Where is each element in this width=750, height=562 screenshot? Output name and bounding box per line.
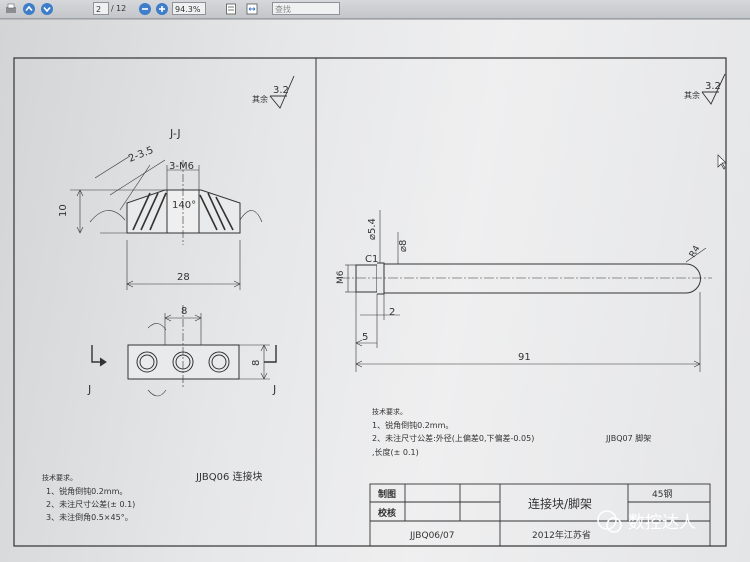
title-block-drawing-no: JJBQ06/07 bbox=[409, 531, 455, 541]
page-down-icon[interactable] bbox=[40, 1, 54, 15]
right-tech-item-2: 2、未注尺寸公差:外径(上偏差0,下偏差-0.05) bbox=[372, 433, 534, 443]
dim-thread-3-m6: 3-M6 bbox=[169, 161, 194, 172]
page-total: 12 bbox=[116, 4, 127, 13]
dim-radius-r4: R4 bbox=[688, 244, 703, 260]
connector-block-top-view bbox=[91, 305, 277, 397]
right-part-name: JJBQ07 脚架 bbox=[605, 433, 651, 443]
dim-height-10: 10 bbox=[58, 204, 69, 217]
left-tech-title: 技术要求。 bbox=[42, 473, 77, 482]
drawing-canvas: 其余 3.2 J-J 2-3.5 3-M6 10 140° 28 bbox=[13, 57, 727, 547]
dim-width-28: 28 bbox=[177, 272, 190, 283]
right-tech-title: 技术要求。 bbox=[372, 407, 407, 416]
dim-chamfer-2-3-5: 2-3.5 bbox=[127, 145, 155, 165]
dim-chamfer-c1: C1 bbox=[365, 254, 378, 265]
dim-thread-m6: M6 bbox=[336, 270, 346, 284]
print-icon[interactable] bbox=[4, 1, 18, 15]
search-input[interactable]: 查找 bbox=[272, 2, 340, 15]
right-tech-item-3: ,长度(± 0.1) bbox=[372, 447, 419, 457]
section-label-jj: J-J bbox=[169, 127, 181, 140]
dim-thread-length: 5 bbox=[362, 332, 368, 343]
dim-pitch-8: 8 bbox=[181, 306, 187, 317]
left-tech-item-3: 3、未注倒角0.5×45°。 bbox=[46, 512, 133, 522]
right-tech-item-1: 1、锐角倒钝0.2mm。 bbox=[372, 420, 453, 430]
connector-block-section bbox=[70, 155, 263, 290]
dim-angle-140: 140° bbox=[172, 200, 196, 211]
document-page: 其余 3.2 J-J 2-3.5 3-M6 10 140° 28 bbox=[0, 20, 750, 562]
title-block-material: 45钢 bbox=[652, 488, 672, 500]
zoom-out-icon[interactable] bbox=[138, 1, 152, 15]
dim-total-length: 91 bbox=[518, 352, 531, 363]
title-block-title: 连接块/脚架 bbox=[528, 496, 592, 511]
right-roughness-note: 其余 bbox=[684, 90, 700, 100]
view-marker-right: J bbox=[272, 383, 276, 396]
drawing-frame bbox=[13, 57, 727, 547]
zoom-level-select[interactable]: 94.3% bbox=[172, 2, 206, 15]
viewer-toolbar: 2 / 12 94.3% 查找 bbox=[0, 0, 750, 19]
page-up-icon[interactable] bbox=[22, 1, 36, 15]
mouse-cursor-icon bbox=[717, 154, 727, 170]
fit-width-icon[interactable] bbox=[245, 1, 259, 15]
page-separator: / bbox=[111, 4, 114, 13]
left-roughness-value: 3.2 bbox=[273, 85, 289, 96]
dim-shaft-dia: ⌀8 bbox=[398, 240, 409, 252]
left-tech-item-1: 1、锐角倒钝0.2mm。 bbox=[46, 486, 127, 496]
watermark-text: 数控达人 bbox=[628, 513, 696, 533]
zoom-in-icon[interactable] bbox=[155, 1, 169, 15]
left-part-name: JJBQ06 连接块 bbox=[195, 470, 263, 483]
dim-groove-dia: ⌀5.4 bbox=[367, 218, 378, 240]
left-tech-item-2: 2、未注尺寸公差(± 0.1) bbox=[46, 499, 135, 509]
left-roughness-note: 其余 bbox=[252, 94, 268, 104]
right-roughness-symbol: 其余 3.2 bbox=[684, 73, 726, 105]
leg-shaft-drawing bbox=[340, 210, 712, 372]
left-roughness-symbol: 其余 3.2 bbox=[252, 75, 295, 109]
title-block-footer: 2012年江苏省 bbox=[532, 529, 591, 541]
watermark: 数控达人 bbox=[597, 510, 696, 533]
title-drawn-label: 制图 bbox=[378, 488, 396, 500]
right-roughness-value: 3.2 bbox=[705, 81, 721, 92]
dim-thickness-8: 8 bbox=[251, 360, 262, 366]
left-tech-requirements: 技术要求。 1、锐角倒钝0.2mm。 2、未注尺寸公差(± 0.1) 3、未注倒… bbox=[42, 473, 135, 522]
page-number-input[interactable]: 2 bbox=[93, 2, 109, 15]
dim-groove-width: 2 bbox=[389, 307, 395, 318]
title-checked-label: 校核 bbox=[378, 507, 396, 519]
fit-page-icon[interactable] bbox=[224, 1, 238, 15]
right-tech-requirements: 技术要求。 1、锐角倒钝0.2mm。 2、未注尺寸公差:外径(上偏差0,下偏差-… bbox=[372, 407, 534, 457]
title-block bbox=[369, 483, 711, 547]
view-marker-left: J bbox=[87, 383, 91, 396]
